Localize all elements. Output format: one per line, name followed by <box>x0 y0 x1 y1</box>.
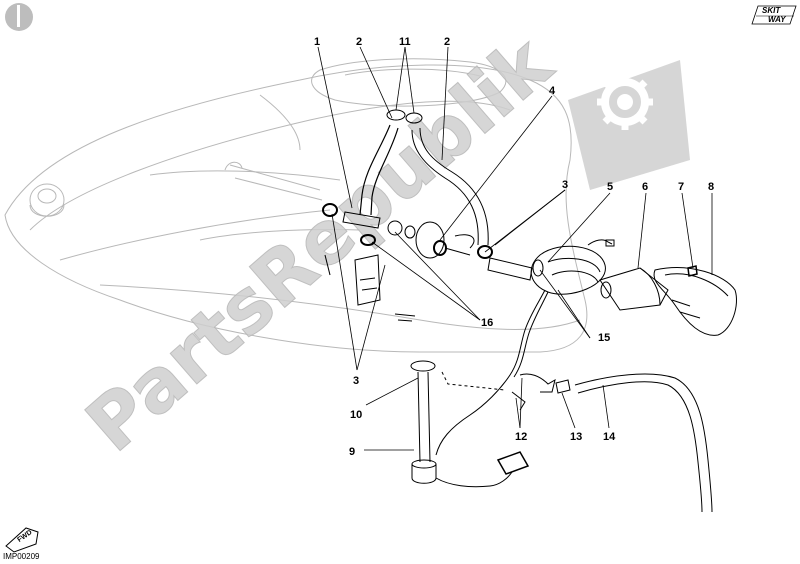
reference-code: IMP00209 <box>3 552 40 561</box>
callout-4: 4 <box>549 85 556 97</box>
callout-7: 7 <box>678 181 685 193</box>
callout-6: 6 <box>642 181 649 193</box>
half-circle-icon <box>5 3 33 31</box>
callout-16: 16 <box>481 317 494 329</box>
callout-1: 1 <box>314 36 321 48</box>
callout-8: 8 <box>708 181 715 193</box>
callout-leaders <box>317 46 713 451</box>
callout-13: 13 <box>570 431 583 443</box>
partsrepublik-watermark: PartsRepublik <box>70 19 690 469</box>
callout-15: 15 <box>598 332 611 344</box>
parts-linework <box>322 109 737 513</box>
callout-12: 12 <box>515 431 528 443</box>
callout-5: 5 <box>607 181 614 193</box>
logo-text-bottom: WAY <box>768 15 786 24</box>
callout-2: 2 <box>356 36 363 48</box>
callout-2: 2 <box>444 36 451 48</box>
callout-9: 9 <box>349 446 356 458</box>
skitway-logo <box>751 5 797 25</box>
fuel-tank-outline <box>4 58 588 353</box>
logo-text-top: SKIT <box>762 6 781 15</box>
gear-icon <box>568 60 690 190</box>
callout-3: 3 <box>353 375 360 387</box>
svg-text:PartsRepublik: PartsRepublik <box>70 19 568 468</box>
callout-11: 11 <box>399 36 411 48</box>
callout-3: 3 <box>562 179 569 191</box>
callout-10: 10 <box>350 409 363 421</box>
arrow-badge-icon <box>5 527 39 553</box>
callout-14: 14 <box>603 431 616 443</box>
